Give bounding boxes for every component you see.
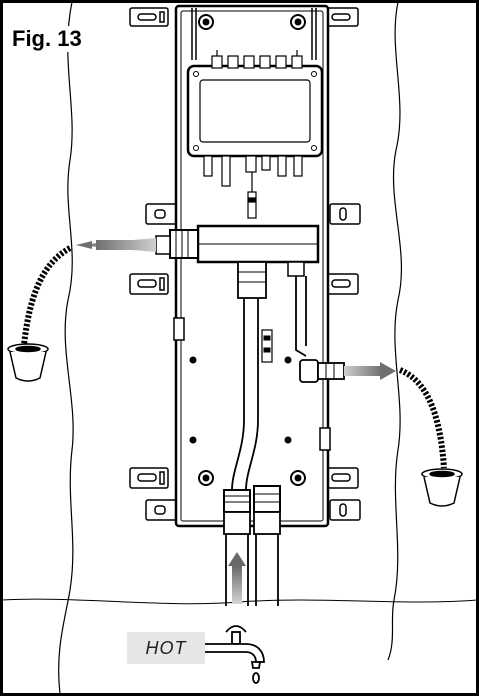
control-box-bottom-connectors bbox=[203, 155, 303, 219]
mounting-panel-inner bbox=[180, 10, 324, 522]
hot-tap bbox=[200, 625, 265, 684]
manifold bbox=[155, 224, 320, 277]
drain-hose-left bbox=[21, 245, 72, 346]
drain-hose-right bbox=[398, 367, 447, 469]
control-box-top-connectors bbox=[211, 50, 303, 69]
panel-holes bbox=[189, 356, 292, 444]
inlet-pipes bbox=[225, 534, 279, 606]
panel-clip-left bbox=[173, 317, 185, 341]
top-rails bbox=[191, 8, 317, 60]
control-box bbox=[186, 64, 324, 158]
hot-label: HOT bbox=[127, 632, 205, 664]
mounting-brackets bbox=[129, 7, 361, 521]
outlet-arrow-left bbox=[75, 238, 156, 252]
inlet-fittings bbox=[223, 485, 281, 535]
panel-clip-right bbox=[319, 427, 331, 451]
outlet-arrow-right bbox=[344, 362, 396, 380]
figure-label: Fig. 13 bbox=[8, 26, 86, 52]
outlet-fitting-right bbox=[299, 359, 345, 383]
panel-screws bbox=[198, 14, 306, 486]
wall-edge-left bbox=[58, 1, 74, 695]
inlet-arrow-up bbox=[228, 552, 246, 604]
wall-edge-right bbox=[387, 1, 403, 661]
drain-cup-left bbox=[7, 343, 49, 382]
vertical-pipes bbox=[231, 261, 307, 520]
drain-cup-right bbox=[421, 468, 463, 507]
